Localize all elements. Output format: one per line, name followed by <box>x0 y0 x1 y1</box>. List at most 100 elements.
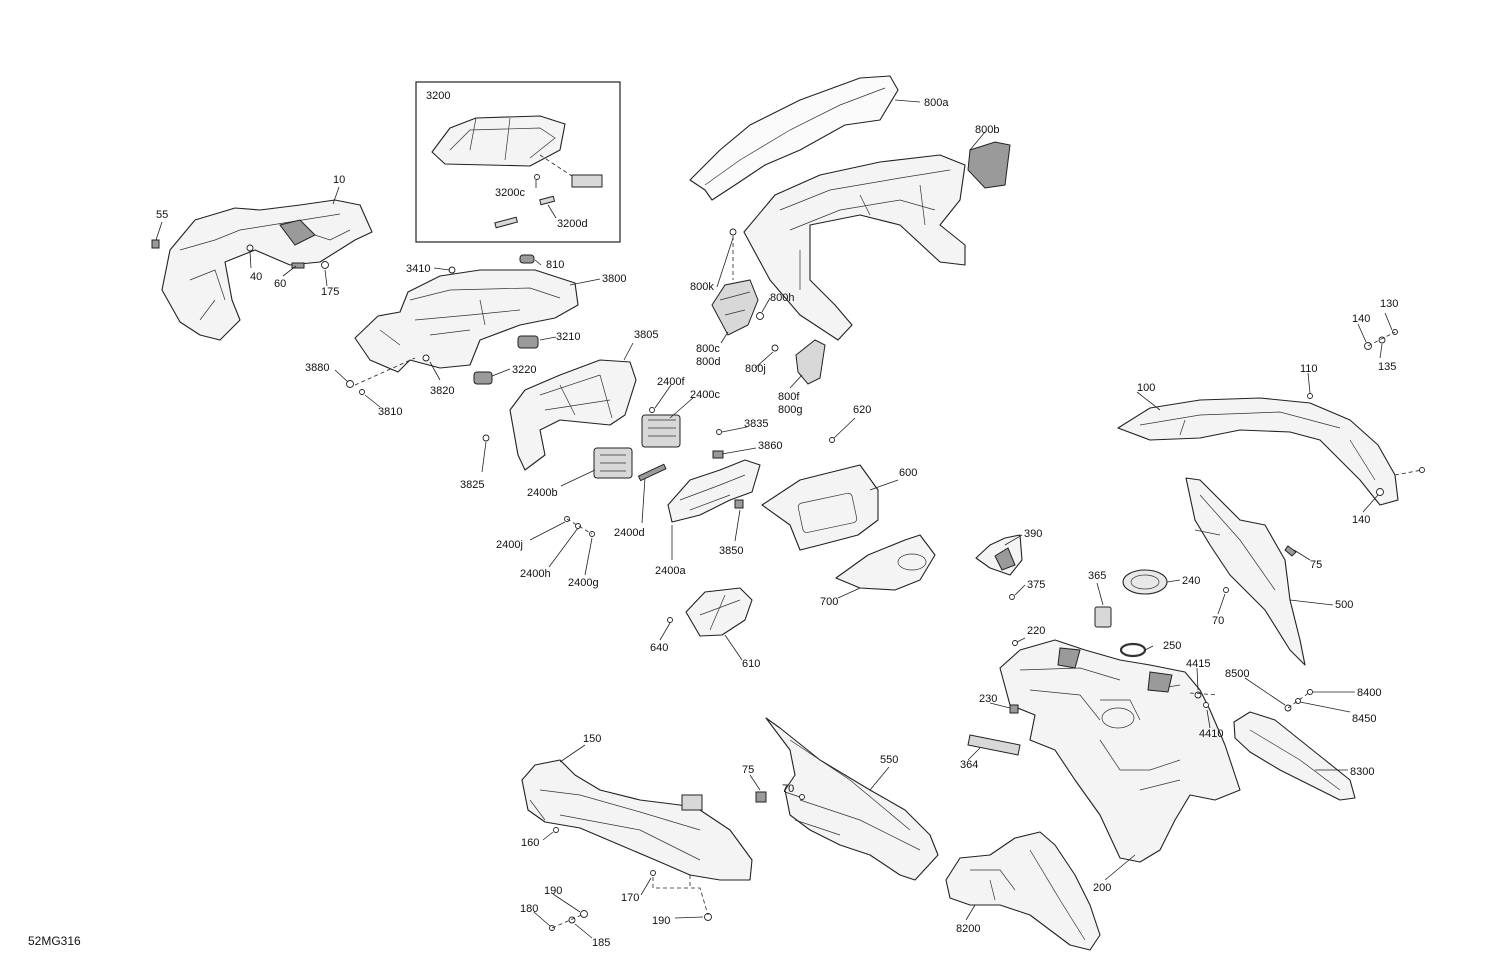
part-40-screw[interactable] <box>246 244 254 252</box>
label-600: 600 <box>899 467 917 479</box>
part-8200-lower-panel[interactable] <box>945 831 1101 951</box>
part-610-bracket[interactable] <box>685 587 753 637</box>
label-3860: 3860 <box>758 440 782 452</box>
part-75-clip-left[interactable] <box>755 791 767 803</box>
callout-labels: 10 55 40 60 175 3200 3200c 3200d 3410 81… <box>156 90 1398 949</box>
part-364-pad[interactable] <box>967 734 1021 756</box>
part-250-gasket[interactable] <box>1119 642 1147 658</box>
part-75-clip-right[interactable] <box>1284 545 1297 557</box>
part-4410-screw[interactable] <box>1203 702 1209 708</box>
label-160: 160 <box>521 837 539 849</box>
label-190-top: 190 <box>544 885 562 897</box>
part-3200-inset-frame <box>415 81 621 243</box>
label-8450: 8450 <box>1352 713 1376 725</box>
part-620-screw[interactable] <box>829 437 835 443</box>
part-375-screw[interactable] <box>1009 594 1015 600</box>
part-640-screw[interactable] <box>667 617 673 623</box>
label-75-right: 75 <box>1310 559 1322 571</box>
part-3200-bracket[interactable] <box>571 174 603 188</box>
part-390-cover[interactable] <box>975 534 1023 576</box>
part-3860-clip[interactable] <box>712 450 724 459</box>
label-3220: 3220 <box>512 364 536 376</box>
part-110-screw[interactable] <box>1307 393 1313 399</box>
part-70-screw-left[interactable] <box>799 794 805 800</box>
part-3825-screw[interactable] <box>482 434 490 442</box>
part-800f-lens[interactable] <box>795 339 826 385</box>
part-70-screw-right[interactable] <box>1223 587 1229 593</box>
part-240-gas-cap-ring[interactable] <box>1122 569 1168 595</box>
part-55-clip[interactable] <box>151 239 160 249</box>
label-220: 220 <box>1027 625 1045 637</box>
part-2400c-module[interactable] <box>641 414 681 448</box>
part-800b-mirror[interactable] <box>967 141 1011 189</box>
part-3805-support[interactable] <box>509 359 637 471</box>
part-3210-pad[interactable] <box>517 335 539 349</box>
part-3200c-screw[interactable] <box>534 174 540 180</box>
part-140-nut-bottom[interactable] <box>1376 488 1384 496</box>
label-364: 364 <box>960 759 978 771</box>
part-135-washer[interactable] <box>1378 336 1386 344</box>
part-3200-cover[interactable] <box>431 115 566 167</box>
label-3210: 3210 <box>556 331 580 343</box>
part-700-lower-panel[interactable] <box>835 534 936 591</box>
label-60: 60 <box>274 278 286 290</box>
part-2400f-screw[interactable] <box>649 407 655 413</box>
part-2400a-tray[interactable] <box>667 459 761 523</box>
part-175-rivet[interactable] <box>321 261 329 269</box>
part-8300-rear-panel[interactable] <box>1233 711 1356 801</box>
label-140-top: 140 <box>1352 313 1370 325</box>
part-160-screw[interactable] <box>553 827 559 833</box>
part-2400b-module[interactable] <box>593 447 633 479</box>
label-3800: 3800 <box>602 273 626 285</box>
label-3850: 3850 <box>719 545 743 557</box>
part-140-screw-side[interactable] <box>1419 467 1425 473</box>
label-3810: 3810 <box>378 406 402 418</box>
label-700: 700 <box>820 596 838 608</box>
part-3200d-pad-2[interactable] <box>494 216 519 229</box>
part-3835-screw[interactable] <box>716 429 722 435</box>
label-3835: 3835 <box>744 418 768 430</box>
part-8450-washer[interactable] <box>1295 698 1301 704</box>
part-10-front-panel[interactable] <box>161 199 373 341</box>
label-3805: 3805 <box>634 329 658 341</box>
label-8300: 8300 <box>1350 766 1374 778</box>
part-800h-nut[interactable] <box>756 312 764 320</box>
label-230: 230 <box>979 693 997 705</box>
part-3820-screw[interactable] <box>422 354 430 362</box>
part-3200d-pad-1[interactable] <box>539 195 556 206</box>
label-800k: 800k <box>690 281 714 293</box>
label-55: 55 <box>156 209 168 221</box>
part-3220-pad[interactable] <box>473 371 493 385</box>
part-800a-windshield[interactable] <box>689 75 899 201</box>
part-810-cap[interactable] <box>519 254 535 264</box>
part-550-side-panel[interactable] <box>765 717 939 881</box>
part-800b-hood[interactable] <box>743 154 966 341</box>
part-800c-housing[interactable] <box>711 279 759 336</box>
part-200-center-console[interactable] <box>999 639 1241 863</box>
part-800k-screw[interactable] <box>729 228 737 236</box>
part-3800-storage-tub[interactable] <box>354 269 579 373</box>
label-3200: 3200 <box>426 90 450 102</box>
label-4415: 4415 <box>1186 658 1210 670</box>
part-600-cluster-bezel[interactable] <box>761 464 879 551</box>
part-190-rivet-top[interactable] <box>580 910 588 918</box>
part-230-clip[interactable] <box>1009 704 1019 714</box>
part-4415-nut[interactable] <box>1194 691 1202 699</box>
part-3810-screw[interactable] <box>359 389 365 395</box>
part-220-screw[interactable] <box>1012 640 1018 646</box>
part-100-side-panel[interactable] <box>1117 397 1399 506</box>
part-170-screw[interactable] <box>650 870 656 876</box>
part-3880-nut[interactable] <box>346 380 354 388</box>
part-500-side-skirt[interactable] <box>1185 477 1306 666</box>
label-140-bottom: 140 <box>1352 514 1370 526</box>
part-365-pad[interactable] <box>1094 606 1112 628</box>
part-190-rivet-bottom[interactable] <box>704 913 712 921</box>
label-810: 810 <box>546 259 564 271</box>
part-2400d-bracket[interactable] <box>637 463 667 482</box>
part-800j-screw[interactable] <box>771 344 779 352</box>
part-3850-clip[interactable] <box>734 499 744 509</box>
part-150-side-panel[interactable] <box>521 759 753 881</box>
label-3825: 3825 <box>460 479 484 491</box>
part-60-clip[interactable] <box>291 262 305 269</box>
